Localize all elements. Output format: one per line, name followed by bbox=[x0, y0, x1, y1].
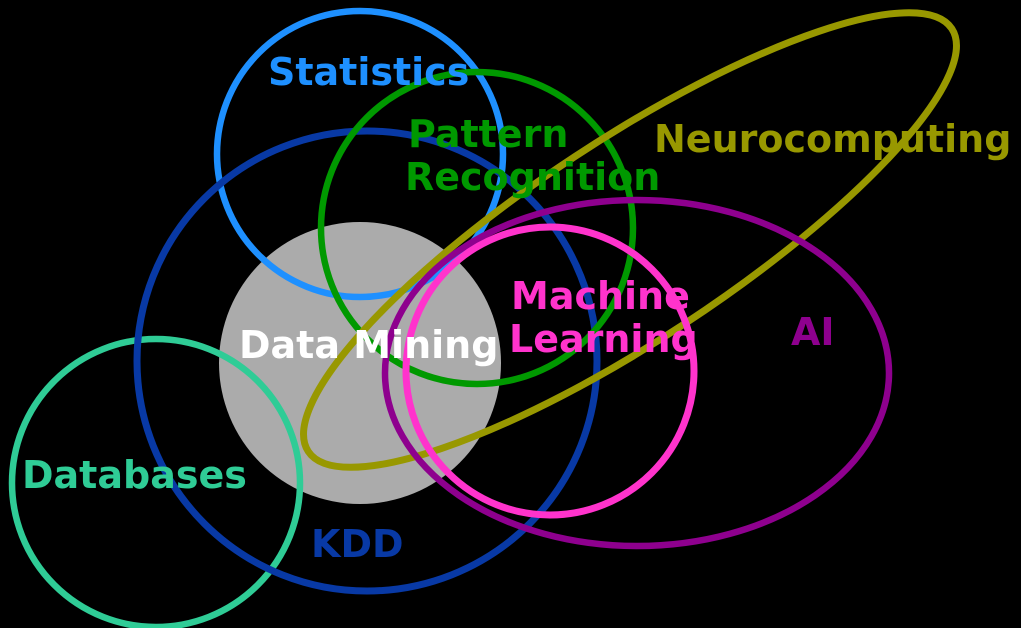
pattern-recognition-circle bbox=[317, 68, 637, 388]
kdd-label: KDD bbox=[311, 522, 404, 566]
machine-learning-label-line2: Learning bbox=[509, 317, 698, 361]
neurocomputing-label: Neurocomputing bbox=[654, 117, 1011, 161]
machine-learning-circle bbox=[402, 223, 698, 519]
databases-circle bbox=[8, 335, 304, 628]
ai-label: AI bbox=[791, 310, 835, 354]
ai-ellipse bbox=[381, 196, 893, 550]
pattern-recognition-label-line2: Recognition bbox=[405, 155, 660, 199]
databases-label: Databases bbox=[22, 453, 247, 497]
pattern-recognition-label-line1: Pattern bbox=[408, 112, 568, 156]
kdd-circle bbox=[133, 127, 601, 595]
statistics-label: Statistics bbox=[268, 50, 469, 94]
statistics-circle bbox=[213, 7, 507, 301]
data-mining-label: Data Mining bbox=[239, 323, 498, 367]
machine-learning-label-line1: Machine bbox=[511, 274, 690, 318]
